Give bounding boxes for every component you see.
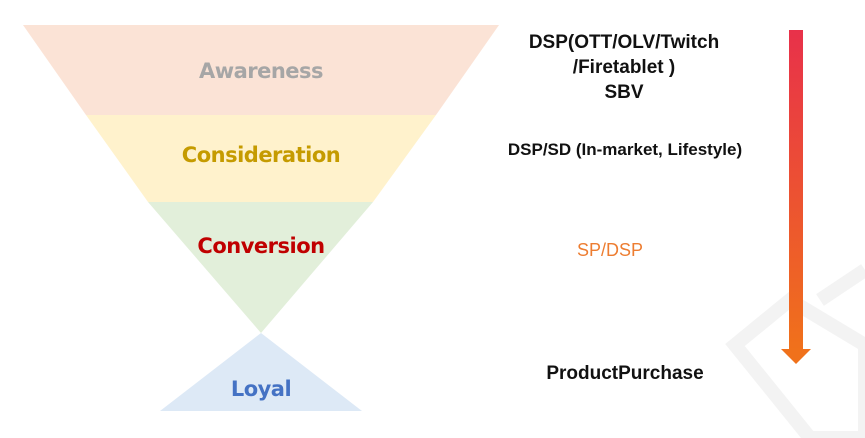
down-arrow-icon [781,30,811,364]
channel-loyal: ProductPurchase [546,363,704,384]
funnel-stage-consideration [86,115,436,202]
channel-awareness-line-1: DSP(OTT/OLV/Twitch [528,32,720,53]
stage-label-conversion: Conversion [197,234,324,258]
funnel-stage-loyal [160,333,362,411]
channel-awareness: DSP(OTT/OLV/Twitch /Firetablet ) SBV [500,30,748,105]
funnel-stage-conversion [148,202,373,333]
channel-awareness-line-3: SBV [604,82,644,103]
channel-conversion: SP/DSP [576,240,644,260]
stage-label-loyal: Loyal [231,377,291,401]
stage-label-consideration: Consideration [182,143,340,167]
funnel-stage-awareness [23,25,499,115]
stage-label-awareness: Awareness [199,59,323,83]
channel-awareness-line-2: /Firetablet ) [572,57,676,78]
watermark-shape [725,264,865,438]
channel-consideration: DSP/SD (In-market, Lifestyle) [507,140,743,159]
